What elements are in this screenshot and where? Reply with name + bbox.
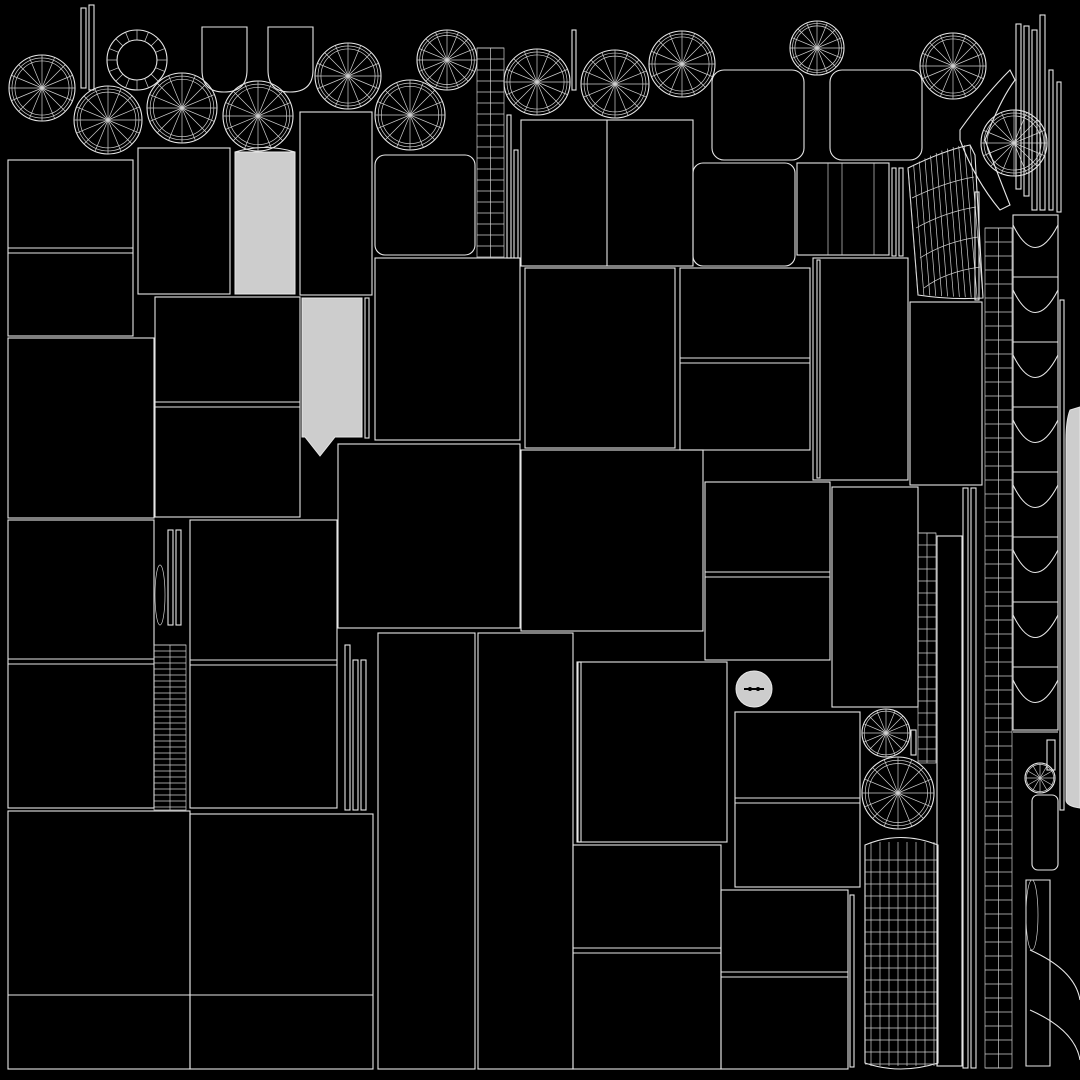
uv-island-group-right-center <box>572 69 1016 1070</box>
uv-island-group-far-right <box>917 14 1080 1069</box>
uv-island <box>7 810 191 1070</box>
uv-island-radial-cap <box>8 54 76 122</box>
uv-island-radial-cap <box>222 80 294 152</box>
uv-island-radial-cap <box>980 109 1048 177</box>
uv-island-radial-cap <box>861 708 911 758</box>
uv-island <box>704 481 831 661</box>
uv-island-group-second-column <box>137 146 374 1070</box>
uv-island-cap <box>201 26 248 93</box>
uv-island-radial-cap <box>1024 762 1056 794</box>
uv-island <box>377 632 476 1070</box>
uv-island-group-left-column <box>7 159 191 1070</box>
uv-island-highlighted <box>301 297 363 457</box>
uv-island-group-top-circles <box>8 20 1048 177</box>
uv-island-group-center <box>299 47 704 1070</box>
uv-island <box>137 147 231 295</box>
uv-island-radial-cap <box>416 29 478 91</box>
uv-island-radial-cap <box>146 72 218 144</box>
uv-island <box>299 111 373 296</box>
uv-island-radial-cap <box>648 30 716 98</box>
uv-island-cap <box>267 26 314 93</box>
uv-island <box>189 519 338 809</box>
uv-island <box>374 257 521 441</box>
uv-island-radial-cap <box>861 756 935 830</box>
uv-island-rounded <box>374 154 476 256</box>
uv-island <box>189 813 374 1070</box>
uv-island <box>572 844 722 1070</box>
uv-island-rounded <box>829 69 923 161</box>
uv-island-highlighted <box>1065 406 1080 809</box>
uv-island-radial-cap <box>374 79 446 151</box>
uv-island <box>477 632 574 1070</box>
uv-island-grid-patch <box>864 837 939 1070</box>
uv-island-lens <box>154 564 166 626</box>
uv-island <box>734 711 861 888</box>
uv-island-radial-cap <box>314 42 382 110</box>
uv-island <box>7 337 155 519</box>
uv-island-rounded <box>711 69 805 161</box>
uv-island <box>576 661 728 843</box>
uv-island <box>524 267 676 449</box>
uv-island-highlighted <box>234 151 296 295</box>
uv-island-rounded <box>692 162 796 267</box>
uv-island <box>520 449 704 632</box>
uv-island-group-top-caps <box>80 4 577 93</box>
uv-island-radial-cap <box>503 48 571 116</box>
uv-island <box>796 162 890 256</box>
uv-island <box>337 443 521 629</box>
uv-island <box>720 889 849 1070</box>
uv-island <box>679 267 811 451</box>
uv-island <box>831 486 919 708</box>
uv-island-radial-cap <box>789 20 845 76</box>
uv-island <box>909 301 983 486</box>
uv-island-radial-cap <box>919 32 987 100</box>
uv-island-group-small-circles <box>861 708 1056 830</box>
uv-island-radial-cap <box>580 49 650 119</box>
uv-island-ring <box>106 29 168 91</box>
uv-island <box>812 257 909 481</box>
uv-island-radial-cap <box>73 85 143 155</box>
